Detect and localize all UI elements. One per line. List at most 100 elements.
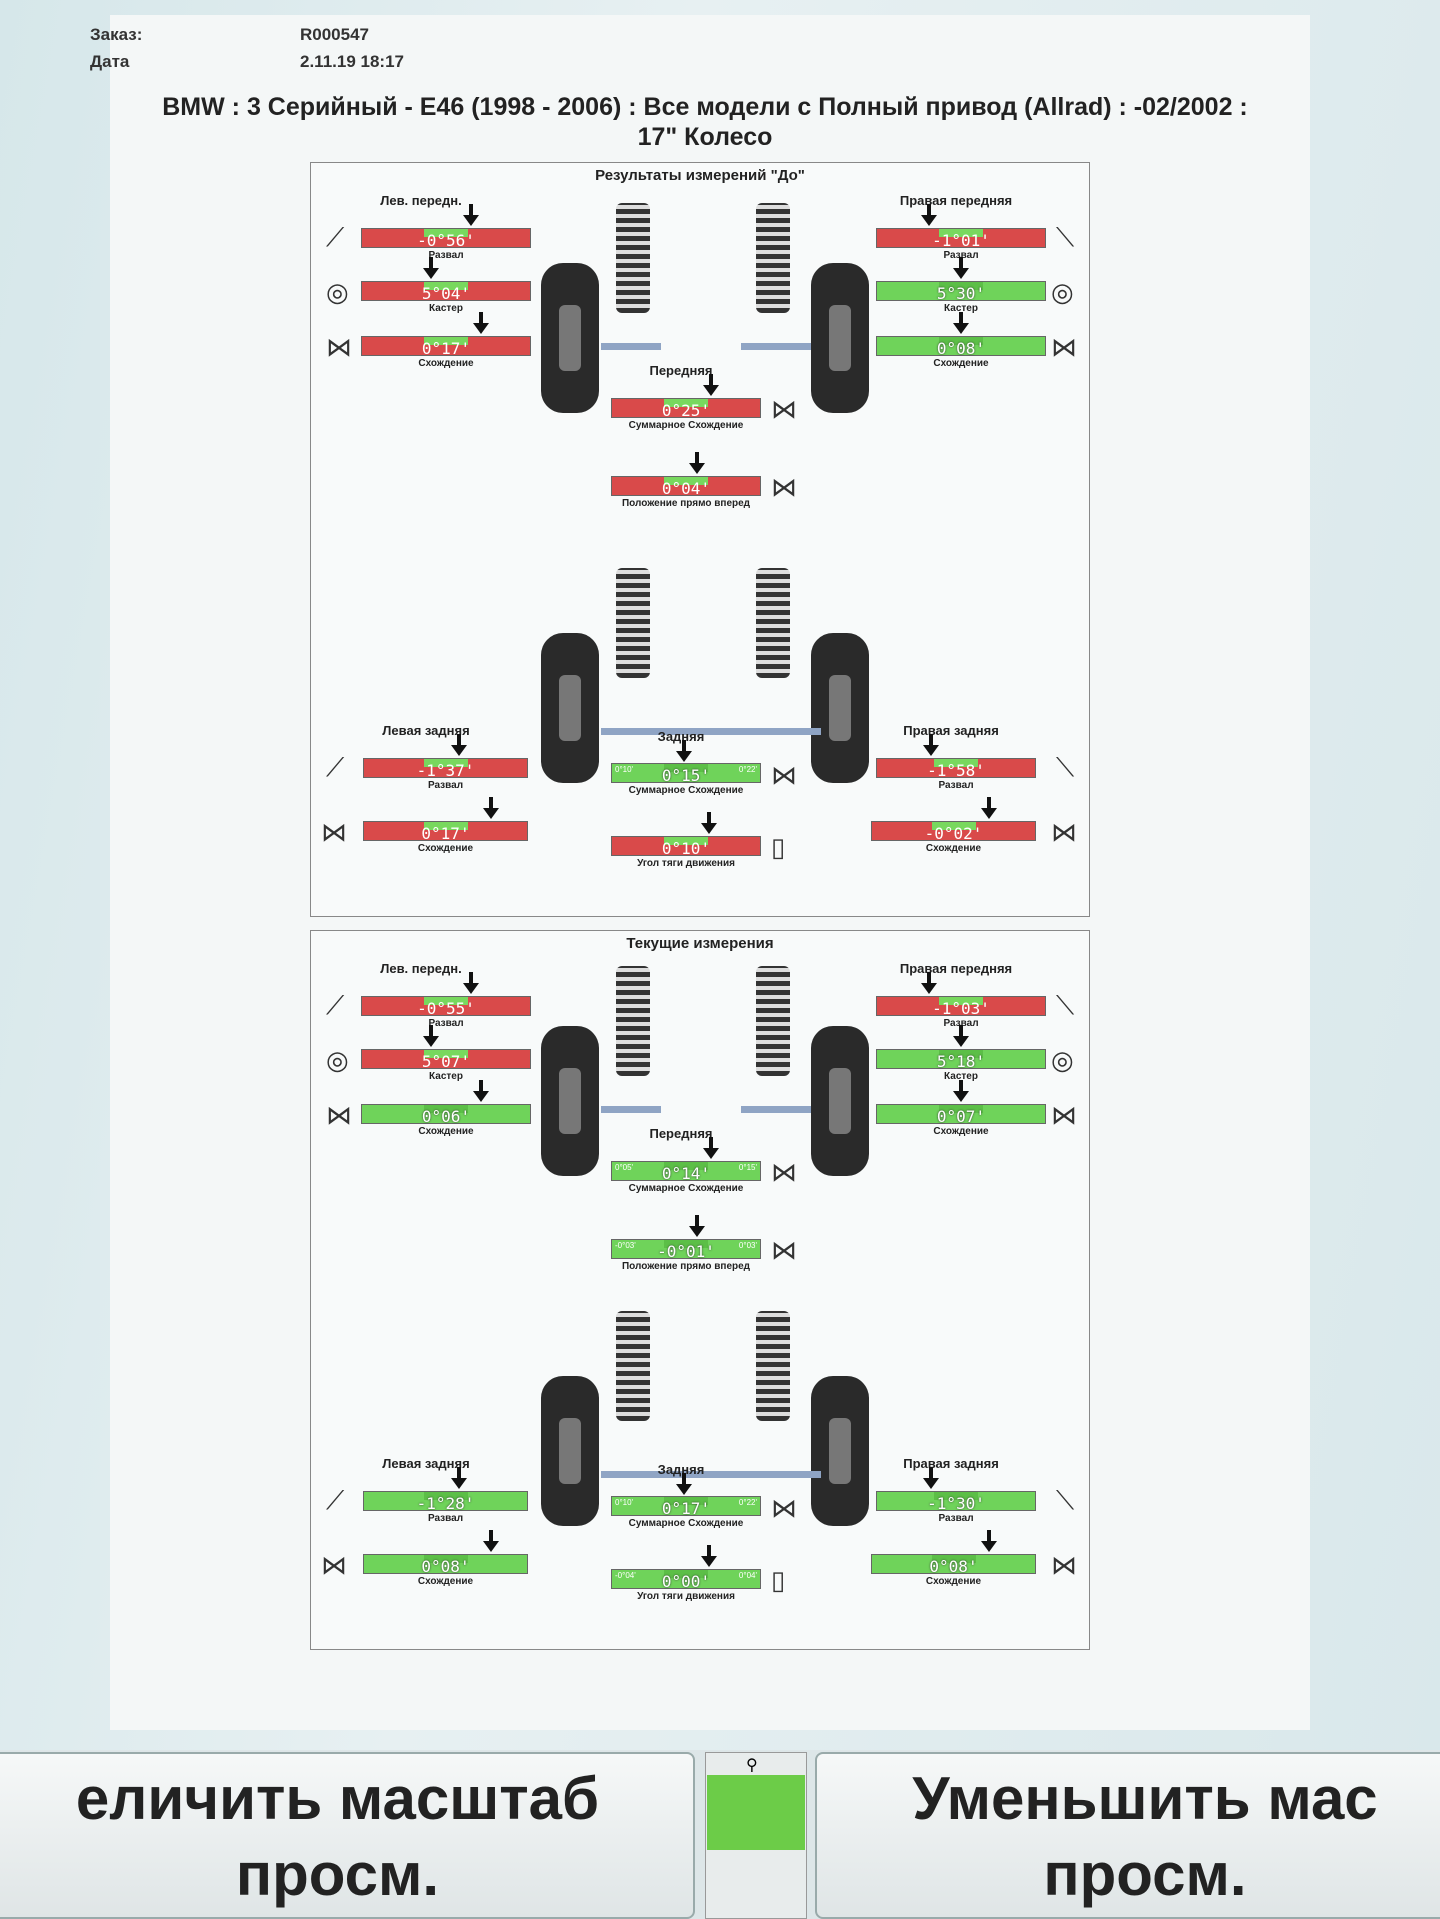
vehicle-title-line2: 17" Колесо (90, 122, 1320, 152)
zoom-out-label-2: просм. (817, 1842, 1440, 1908)
front-left-toe-label: Схождение (361, 1126, 531, 1137)
zoom-in-button[interactable]: еличить масштаб просм. (0, 1752, 695, 1919)
rear-total-toe: 0°17'0°10' 0°22' (611, 1496, 761, 1516)
front-left-control-arm (601, 343, 661, 350)
toe-icon: ⋈ (771, 761, 797, 789)
front-total-toe: 0°14'0°05'0°15' (611, 1161, 761, 1181)
front-left-toe-arrow (473, 1091, 489, 1102)
vehicle-title-line1: BMW : 3 Серийный - E46 (1998 - 2006) : В… (90, 92, 1320, 122)
rear-total-toe-label: Суммарное Схождение (611, 785, 761, 796)
rear-left-toe-arrow (483, 808, 499, 819)
rear-total-toe-max: 0°22' (739, 1498, 757, 1507)
front-total-toe-arrow (703, 385, 719, 396)
front-right-caster: 5°30' (876, 281, 1046, 301)
front-setback: -0°01'-0°03'0°03' (611, 1239, 761, 1259)
camber-icon: ⟋ (326, 753, 344, 781)
front-right-wheel (811, 1026, 869, 1176)
toe-icon: ⋈ (771, 1494, 797, 1522)
front-left-toe: 0°17' (361, 336, 531, 356)
rear-axle-title: Задняя (611, 729, 751, 744)
toe-icon: ⋈ (771, 1158, 797, 1186)
front-setback-max: 0°03' (739, 1241, 757, 1250)
rear-right-camber-value: -1°58' (877, 761, 1035, 780)
panel-before-title: Результаты измерений "До" (311, 167, 1089, 184)
rear-left-wheel (541, 633, 599, 783)
front-setback-value: 0°04' (612, 479, 760, 498)
caster-icon: ◎ (326, 278, 349, 306)
front-left-wheel (541, 1026, 599, 1176)
front-left-camber: -0°55' (361, 996, 531, 1016)
front-total-toe-max: 0°15' (739, 1163, 757, 1172)
front-left-toe: 0°06' (361, 1104, 531, 1124)
front-right-camber: -1°01' (876, 228, 1046, 248)
rear-right-camber-label: Развал (876, 780, 1036, 791)
rear-left-camber-label: Развал (363, 780, 528, 791)
toe-icon: ⋈ (321, 818, 347, 846)
front-left-toe-arrow (473, 323, 489, 334)
rear-total-toe: 0°15'0°10'0°22' (611, 763, 761, 783)
front-setback-label: Положение прямо вперед (611, 498, 761, 509)
rear-left-camber: -1°28' (363, 1491, 528, 1511)
rear-total-toe-arrow (676, 1484, 692, 1495)
rear-right-toe-label: Схождение (871, 1576, 1036, 1587)
rear-right-wheel (811, 633, 869, 783)
rear-right-toe: -0°02' (871, 821, 1036, 841)
front-left-caster: 5°07' (361, 1049, 531, 1069)
front-left-wheel-rim (559, 305, 581, 371)
front-setback: 0°04' (611, 476, 761, 496)
camber-icon: ⟍ (1056, 753, 1074, 781)
rear-left-title: Левая задняя (351, 1456, 501, 1471)
rear-right-wheel (811, 1376, 869, 1526)
toe-icon: ⋈ (326, 1101, 352, 1129)
rear-thrust-arrow (701, 823, 717, 834)
rear-total-toe-value: 0°17' (612, 1499, 760, 1518)
rear-total-toe-max: 0°22' (739, 765, 757, 774)
rear-right-toe-value: 0°08' (872, 1557, 1035, 1576)
front-total-toe-value: 0°14' (612, 1164, 760, 1183)
rear-thrust-angle: 0°10' (611, 836, 761, 856)
rear-left-toe: 0°17' (363, 821, 528, 841)
front-left-camber-label: Развал (361, 250, 531, 261)
rear-total-toe-label: Суммарное Схождение (611, 1518, 761, 1529)
toe-icon: ⋈ (1051, 818, 1077, 846)
rear-left-toe: 0°08' (363, 1554, 528, 1574)
front-right-strut (756, 966, 790, 1076)
toe-icon: ⋈ (1051, 1551, 1077, 1579)
front-right-caster-value: 5°30' (877, 284, 1045, 303)
front-setback-label: Положение прямо вперед (611, 1261, 761, 1272)
camber-icon: ⟍ (1056, 991, 1074, 1019)
rear-right-camber: -1°30' (876, 1491, 1036, 1511)
front-right-camber: -1°03' (876, 996, 1046, 1016)
front-left-camber-value: -0°55' (362, 999, 530, 1018)
toe-icon: ⋈ (326, 333, 352, 361)
toe-icon: ⋈ (1051, 1101, 1077, 1129)
front-right-control-arm (741, 1106, 811, 1113)
rear-left-title: Левая задняя (351, 723, 501, 738)
front-right-caster-arrow (953, 1036, 969, 1047)
zoom-level-fill (707, 1775, 805, 1850)
front-left-camber-arrow (463, 983, 479, 994)
thrust-icon: ▯ (771, 833, 785, 861)
front-setback-min: -0°03' (615, 1241, 636, 1250)
front-left-caster-label: Кастер (361, 1071, 531, 1082)
rear-left-toe-value: 0°08' (364, 1557, 527, 1576)
front-right-toe-value: 0°08' (877, 339, 1045, 358)
camber-icon: ⟋ (326, 991, 344, 1019)
rear-left-camber-value: -1°28' (364, 1494, 527, 1513)
order-label: Заказ: (90, 25, 142, 45)
rear-thrust-angle-min: -0°04' (615, 1571, 636, 1580)
date-value: 2.11.19 18:17 (300, 52, 404, 72)
zoom-out-button[interactable]: Уменьшить мас просм. (815, 1752, 1440, 1919)
rear-right-camber-value: -1°30' (877, 1494, 1035, 1513)
camber-icon: ⟋ (326, 1486, 344, 1514)
rear-right-strut (756, 1311, 790, 1421)
front-left-camber: -0°56' (361, 228, 531, 248)
front-right-toe-value: 0°07' (877, 1107, 1045, 1126)
rear-right-camber-arrow (923, 745, 939, 756)
rear-total-toe-min: 0°10' (615, 1498, 633, 1507)
rear-left-camber-value: -1°37' (364, 761, 527, 780)
front-left-toe-value: 0°17' (362, 339, 530, 358)
front-total-toe-label: Суммарное Схождение (611, 420, 761, 431)
front-left-caster-arrow (423, 1036, 439, 1047)
